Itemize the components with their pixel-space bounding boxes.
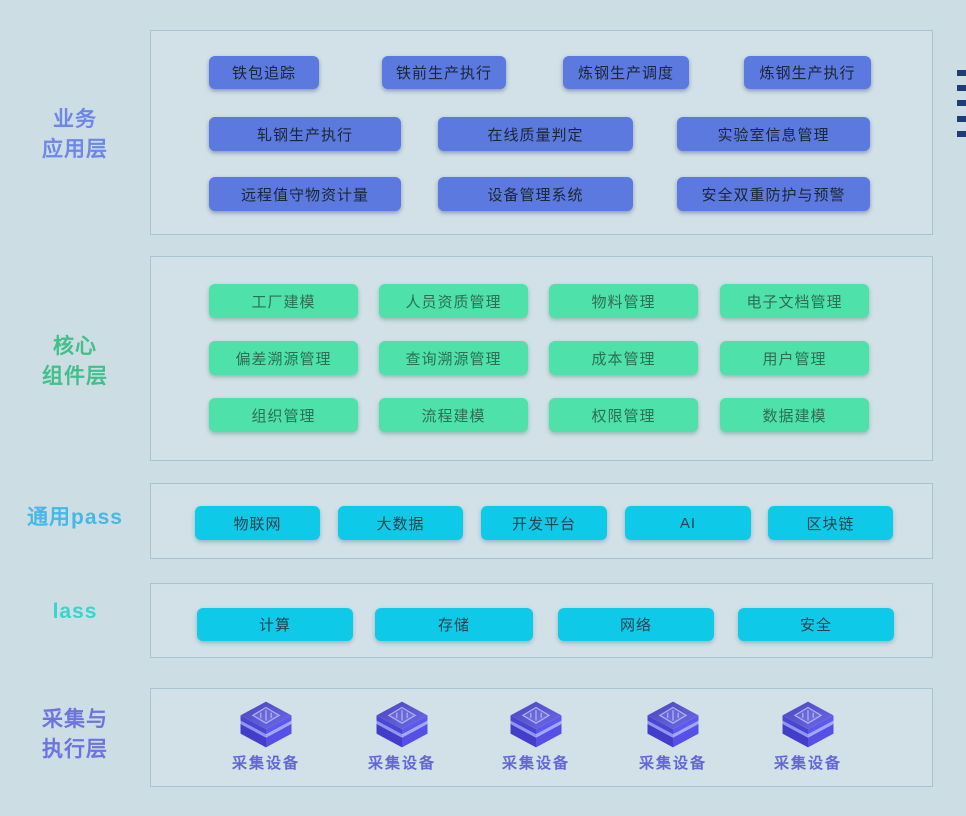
app-button[interactable]: 铁前生产执行 (382, 56, 506, 89)
app-button[interactable]: 轧钢生产执行 (209, 117, 401, 151)
layer-label-line: 执行层 (42, 738, 108, 761)
app-button[interactable]: 安全双重防护与预警 (677, 177, 870, 211)
component-button[interactable]: 数据建模 (720, 398, 869, 432)
paas-button[interactable]: AI (625, 506, 751, 540)
component-button[interactable]: 组织管理 (209, 398, 358, 432)
paas-button[interactable]: 开发平台 (481, 506, 607, 540)
component-button[interactable]: 电子文档管理 (720, 284, 869, 318)
layer-label-business: 业务 应用层 (0, 105, 150, 165)
collection-device-icon (369, 699, 435, 750)
panel-paas-layer: 物联网 大数据 开发平台 AI 区块链 (150, 483, 933, 559)
panel-collection-layer: 采集设备 采集设备 采集设备 采集设备 采集设备 (150, 688, 933, 787)
iaas-button[interactable]: 存储 (375, 608, 533, 641)
layer-label-paas: 通用pass (0, 503, 150, 533)
device-label: 采集设备 (231, 755, 300, 772)
layer-label-line: lass (52, 600, 98, 623)
layer-label-core: 核心 组件层 (0, 332, 150, 392)
collection-device-icon (775, 699, 841, 750)
component-button[interactable]: 流程建模 (379, 398, 528, 432)
layer-label-line: 业务 (53, 108, 97, 131)
device-label: 采集设备 (638, 755, 707, 772)
iaas-button[interactable]: 安全 (738, 608, 894, 641)
component-button[interactable]: 查询溯源管理 (379, 341, 528, 375)
device-label: 采集设备 (773, 755, 842, 772)
component-button[interactable]: 权限管理 (549, 398, 698, 432)
app-button[interactable]: 铁包追踪 (209, 56, 319, 89)
layer-label-collection: 采集与 执行层 (0, 705, 150, 765)
collection-device-icon (503, 699, 569, 750)
app-button[interactable]: 远程值守物资计量 (209, 177, 401, 211)
component-button[interactable]: 偏差溯源管理 (209, 341, 358, 375)
app-button[interactable]: 在线质量判定 (438, 117, 633, 151)
edge-mark-icon (957, 131, 966, 137)
layer-label-line: 通用pass (27, 506, 123, 529)
app-button[interactable]: 设备管理系统 (438, 177, 633, 211)
panel-core-layer: 工厂建模 人员资质管理 物料管理 电子文档管理 偏差溯源管理 查询溯源管理 成本… (150, 256, 933, 461)
device-label: 采集设备 (367, 755, 436, 772)
iaas-button[interactable]: 网络 (558, 608, 714, 641)
collection-device-icon (640, 699, 706, 750)
panel-business-layer: 铁包追踪 铁前生产执行 炼钢生产调度 炼钢生产执行 轧钢生产执行 在线质量判定 … (150, 30, 933, 235)
paas-button[interactable]: 大数据 (338, 506, 463, 540)
panel-iaas-layer: 计算 存储 网络 安全 (150, 583, 933, 658)
layer-label-line: 核心 (53, 335, 97, 358)
device-item: 采集设备 (476, 699, 596, 773)
device-item: 采集设备 (206, 699, 326, 773)
layer-label-iaas: lass (0, 597, 150, 627)
paas-button[interactable]: 区块链 (768, 506, 893, 540)
iaas-button[interactable]: 计算 (197, 608, 353, 641)
edge-mark-icon (957, 85, 966, 91)
paas-button[interactable]: 物联网 (195, 506, 320, 540)
component-button[interactable]: 成本管理 (549, 341, 698, 375)
layer-label-line: 采集与 (42, 708, 108, 731)
device-item: 采集设备 (613, 699, 733, 773)
app-button[interactable]: 实验室信息管理 (677, 117, 870, 151)
device-label: 采集设备 (501, 755, 570, 772)
device-item: 采集设备 (342, 699, 462, 773)
app-button[interactable]: 炼钢生产调度 (563, 56, 689, 89)
edge-mark-icon (957, 70, 966, 76)
component-button[interactable]: 用户管理 (720, 341, 869, 375)
app-button[interactable]: 炼钢生产执行 (744, 56, 871, 89)
device-item: 采集设备 (748, 699, 868, 773)
component-button[interactable]: 人员资质管理 (379, 284, 528, 318)
edge-mark-icon (957, 100, 966, 106)
component-button[interactable]: 工厂建模 (209, 284, 358, 318)
edge-mark-icon (957, 116, 966, 122)
collection-device-icon (233, 699, 299, 750)
layer-label-line: 组件层 (42, 365, 108, 388)
component-button[interactable]: 物料管理 (549, 284, 698, 318)
layer-label-line: 应用层 (42, 138, 108, 161)
